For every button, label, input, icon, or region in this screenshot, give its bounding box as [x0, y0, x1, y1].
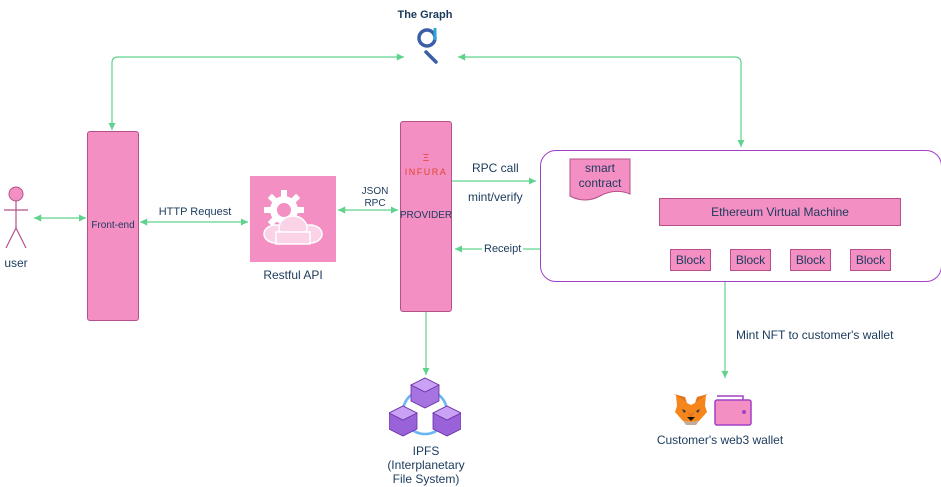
graph-title: The Graph	[397, 9, 453, 21]
smart-contract-document-icon[interactable]	[569, 158, 631, 202]
wallet-icon[interactable]	[713, 393, 753, 427]
frontend-label: Front-end	[91, 220, 135, 231]
restful-api-label: Restful API	[263, 268, 323, 282]
the-graph-logo-icon	[417, 28, 438, 64]
ipfs-line1: IPFS	[412, 444, 440, 458]
provider-node[interactable]	[400, 121, 452, 312]
smart-contract-label: smart contract	[569, 161, 631, 191]
user-actor-icon	[4, 186, 28, 249]
receipt-label: Receipt	[482, 243, 524, 255]
ipfs-line3: File System)	[392, 472, 460, 486]
rpc-call-label: RPC call	[472, 161, 519, 175]
ethereum-virtual-machine[interactable]: Ethereum Virtual Machine	[659, 198, 901, 226]
block-4[interactable]: Block	[850, 249, 891, 271]
json-rpc-label: JSON RPC	[355, 186, 395, 210]
smart-contract-line2: contract	[578, 176, 622, 190]
block-1[interactable]: Block	[670, 249, 711, 271]
edge-graph-frontend	[108, 53, 404, 130]
edge-graph-blockchain	[458, 53, 745, 147]
frontend-node[interactable]	[87, 131, 139, 321]
mint-nft-label: Mint NFT to customer's wallet	[736, 328, 894, 342]
block-3[interactable]: Block	[790, 249, 831, 271]
json-rpc-line1: JSON	[361, 186, 389, 197]
metamask-fox-icon[interactable]	[672, 392, 710, 426]
http-request-label: HTTP Request	[158, 206, 232, 218]
infura-logo-icon: Ξ	[422, 153, 430, 164]
mint-verify-label: mint/verify	[468, 190, 523, 204]
user-label: user	[4, 256, 28, 270]
wallet-label: Customer's web3 wallet	[656, 433, 784, 447]
provider-label: PROVIDER	[399, 210, 453, 221]
ipfs-line2: (Interplanetary	[387, 458, 465, 472]
ipfs-label: IPFS (Interplanetary File System)	[376, 444, 476, 486]
infura-brand: INFURA	[404, 167, 448, 177]
ipfs-cubes-icon[interactable]	[389, 376, 461, 444]
smart-contract-line1: smart	[585, 161, 615, 175]
restful-api-cloud-gear-icon[interactable]	[250, 176, 336, 262]
block-2[interactable]: Block	[730, 249, 771, 271]
json-rpc-line2: RPC	[364, 198, 386, 209]
